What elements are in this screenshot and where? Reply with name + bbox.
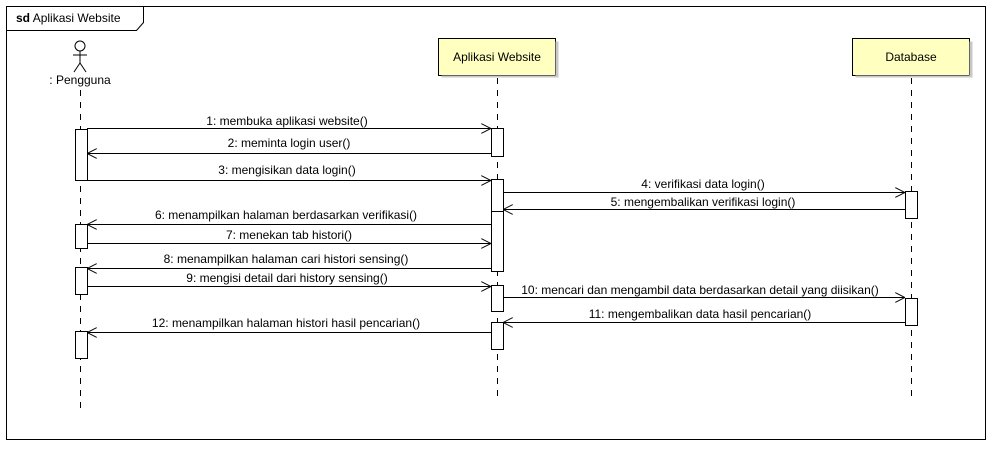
lifeline-head-aplikasi-website[interactable]: Aplikasi Website xyxy=(438,38,559,78)
message-label-5: 5: mengembalikan verifikasi login() xyxy=(611,195,796,209)
message-label-3: 3: mengisikan data login() xyxy=(218,163,355,177)
activation-bar-aplikasi-website xyxy=(491,211,504,272)
frame-border xyxy=(6,6,986,440)
object-shadow xyxy=(855,75,973,78)
activation-bar-aplikasi-website xyxy=(491,128,504,157)
lifeline-label-aplikasi-website: Aplikasi Website xyxy=(453,50,541,64)
activation-bar-pengguna xyxy=(75,224,88,249)
lifeline-label-pengguna: : Pengguna xyxy=(49,73,111,87)
activation-bar-database xyxy=(905,191,918,219)
object-box-database xyxy=(852,38,970,76)
message-label-7: 7: menekan tab histori() xyxy=(226,228,352,242)
lifeline-head-database[interactable]: Database xyxy=(852,38,973,78)
message-label-12: 12: menampilkan halaman histori hasil pe… xyxy=(152,316,420,330)
activation-bar-pengguna xyxy=(75,331,88,359)
message-label-4: 4: verifikasi data login() xyxy=(641,177,764,191)
object-box-aplikasi-website xyxy=(438,38,556,76)
message-label-11: 11: mengembalikan data hasil pencarian() xyxy=(589,307,812,321)
lifeline-label-database: Database xyxy=(885,50,937,64)
object-shadow xyxy=(555,41,559,78)
activation-bar-pengguna xyxy=(75,267,88,295)
object-shadow xyxy=(441,75,559,78)
message-label-2: 2: meminta login user() xyxy=(228,136,351,150)
frame-title: sd Aplikasi Website xyxy=(16,11,121,25)
actor-pengguna[interactable]: : Pengguna xyxy=(49,40,111,87)
object-shadow xyxy=(969,41,973,78)
activation-bar-pengguna xyxy=(75,129,88,181)
message-label-1: 1: membuka aplikasi website() xyxy=(206,114,367,128)
actor-left-leg xyxy=(73,62,81,73)
activation-bar-aplikasi-website xyxy=(491,179,504,212)
frame-tab xyxy=(6,6,144,31)
activation-bar-aplikasi-website xyxy=(491,285,504,312)
message-label-8: 8: menampilkan halaman cari histori sens… xyxy=(164,252,409,266)
actor-head xyxy=(74,40,86,52)
activation-bar-database xyxy=(905,298,918,326)
message-label-6: 6: menampilkan halaman berdasarkan verif… xyxy=(155,208,417,222)
activation-bar-aplikasi-website xyxy=(491,322,504,350)
message-label-9: 9: mengisi detail dari history sensing() xyxy=(186,271,387,285)
messages-group: 1: membuka aplikasi website() 2: meminta … xyxy=(87,114,905,333)
actor-right-leg xyxy=(79,62,87,73)
message-label-10: 10: mencari dan mengambil data berdasark… xyxy=(521,283,879,297)
